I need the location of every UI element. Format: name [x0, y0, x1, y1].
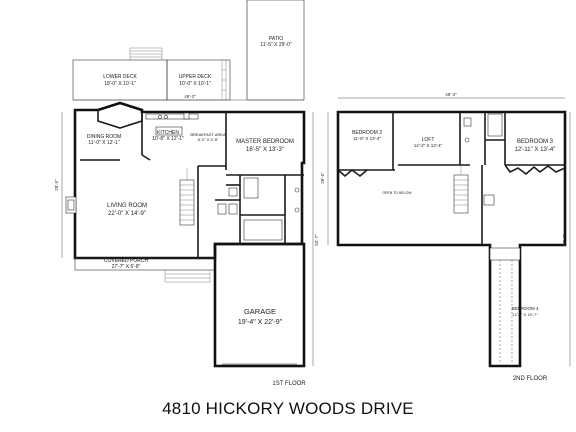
- dining-room-label: DINING ROOM: [87, 134, 121, 140]
- master-bedroom-label: MASTER BEDROOM: [236, 139, 294, 145]
- living-room-label: LIVING ROOM: [107, 203, 147, 209]
- first-floor-depth-dimension: 28'-5": [54, 112, 63, 258]
- first-floor-stairs: [179, 168, 195, 226]
- garage: GARAGE 19'-4" X 22'-9": [213, 242, 306, 368]
- svg-text:53'-7": 53'-7": [562, 234, 567, 246]
- open-to-below-label: OPEN TO BELOW: [382, 191, 412, 195]
- first-floor-caption: 1ST FLOOR: [272, 381, 306, 387]
- second-floor-width-dimension: 48'-3": [338, 92, 565, 99]
- lower-deck-label: LOWER DECK: [103, 74, 137, 80]
- bedroom-4-size: 12'-2" X 19'-7": [512, 312, 538, 317]
- second-floor-caption: 2ND FLOOR: [513, 376, 548, 382]
- bedroom-2-label: BEDROOM 2: [352, 130, 382, 136]
- master-bedroom-size: 16'-5" X 13'-3": [246, 147, 284, 153]
- bedroom-4: BEDROOM 4 12'-2" X 19'-7": [499, 260, 539, 362]
- bay-window: [97, 110, 143, 129]
- patio: PATIO 11'-5" X 29'-0": [246, 0, 305, 101]
- svg-text:28'-5": 28'-5": [54, 179, 59, 191]
- loft-label: LOFT: [422, 137, 435, 143]
- decks: LOWER DECK 18'-0" X 10'-1" UPPER DECK 10…: [72, 47, 231, 101]
- second-floor-bath-fixtures: [463, 113, 521, 261]
- living-room-size: 22'-0" X 14'-9": [108, 211, 146, 217]
- bedroom-4-label: BEDROOM 4: [511, 306, 539, 311]
- covered-porch-size: 27'-7" X 5'-8": [112, 264, 141, 270]
- second-floor-plan: 48'-3": [320, 92, 571, 382]
- patio-size: 11'-5" X 29'-0": [260, 42, 291, 48]
- dining-room-size: 11'-0" X 12'-1": [88, 140, 119, 146]
- second-floor-right-dimension: 53'-7": [562, 112, 571, 366]
- svg-text:48'-3": 48'-3": [184, 94, 196, 99]
- breakfast-area-label: BREAKFAST AREA: [190, 132, 226, 137]
- svg-text:53'-7": 53'-7": [314, 234, 319, 246]
- svg-text:28'-5": 28'-5": [320, 172, 325, 184]
- second-floor-depth-dimension: 28'-5": [320, 112, 329, 245]
- covered-porch: COVERED PORCH 27'-7" X 5'-8": [74, 257, 216, 283]
- second-floor-exterior-walls: [336, 110, 567, 368]
- kitchen-fixtures: [145, 112, 199, 136]
- bedroom-2-closet-line: [337, 168, 368, 178]
- bedroom-3-size: 12'-11" X 13'-4": [515, 147, 556, 153]
- patio-label: PATIO: [269, 36, 283, 42]
- first-floor-plan: PATIO 11'-5" X 29'-0" LOWER DECK: [54, 0, 319, 387]
- kitchen-label: KITCHEN: [157, 130, 179, 136]
- bedroom-2-size: 11'-0" X 13'-4": [353, 136, 381, 141]
- upper-deck-size: 10'-0" X 10'-1": [179, 81, 211, 87]
- second-floor-stairs: [453, 165, 469, 214]
- bedroom-3-label: BEDROOM 3: [517, 139, 554, 145]
- svg-text:48'-3": 48'-3": [445, 92, 457, 97]
- garage-size: 19'-4" X 22'-9": [238, 319, 283, 326]
- first-floor-right-dimension: 53'-7": [312, 112, 319, 366]
- covered-porch-label: COVERED PORCH: [104, 258, 149, 264]
- breakfast-area-size: 8'-0" X 9'-8": [198, 137, 219, 142]
- master-bath-fixtures: [217, 177, 300, 241]
- bedroom-3-closet-line: [504, 164, 566, 176]
- kitchen-size: 10'-8" X 12'-1": [152, 136, 184, 142]
- garage-label: GARAGE: [244, 307, 276, 316]
- upper-deck-label: UPPER DECK: [179, 74, 212, 80]
- lower-deck-size: 18'-0" X 10'-1": [104, 81, 136, 87]
- loft-size: 14'-2" X 13'-4": [414, 143, 443, 148]
- property-address: 4810 HICKORY WOODS DRIVE: [162, 399, 414, 418]
- fireplace: [65, 196, 77, 214]
- first-floor-width-dimension: 48'-3": [73, 94, 304, 101]
